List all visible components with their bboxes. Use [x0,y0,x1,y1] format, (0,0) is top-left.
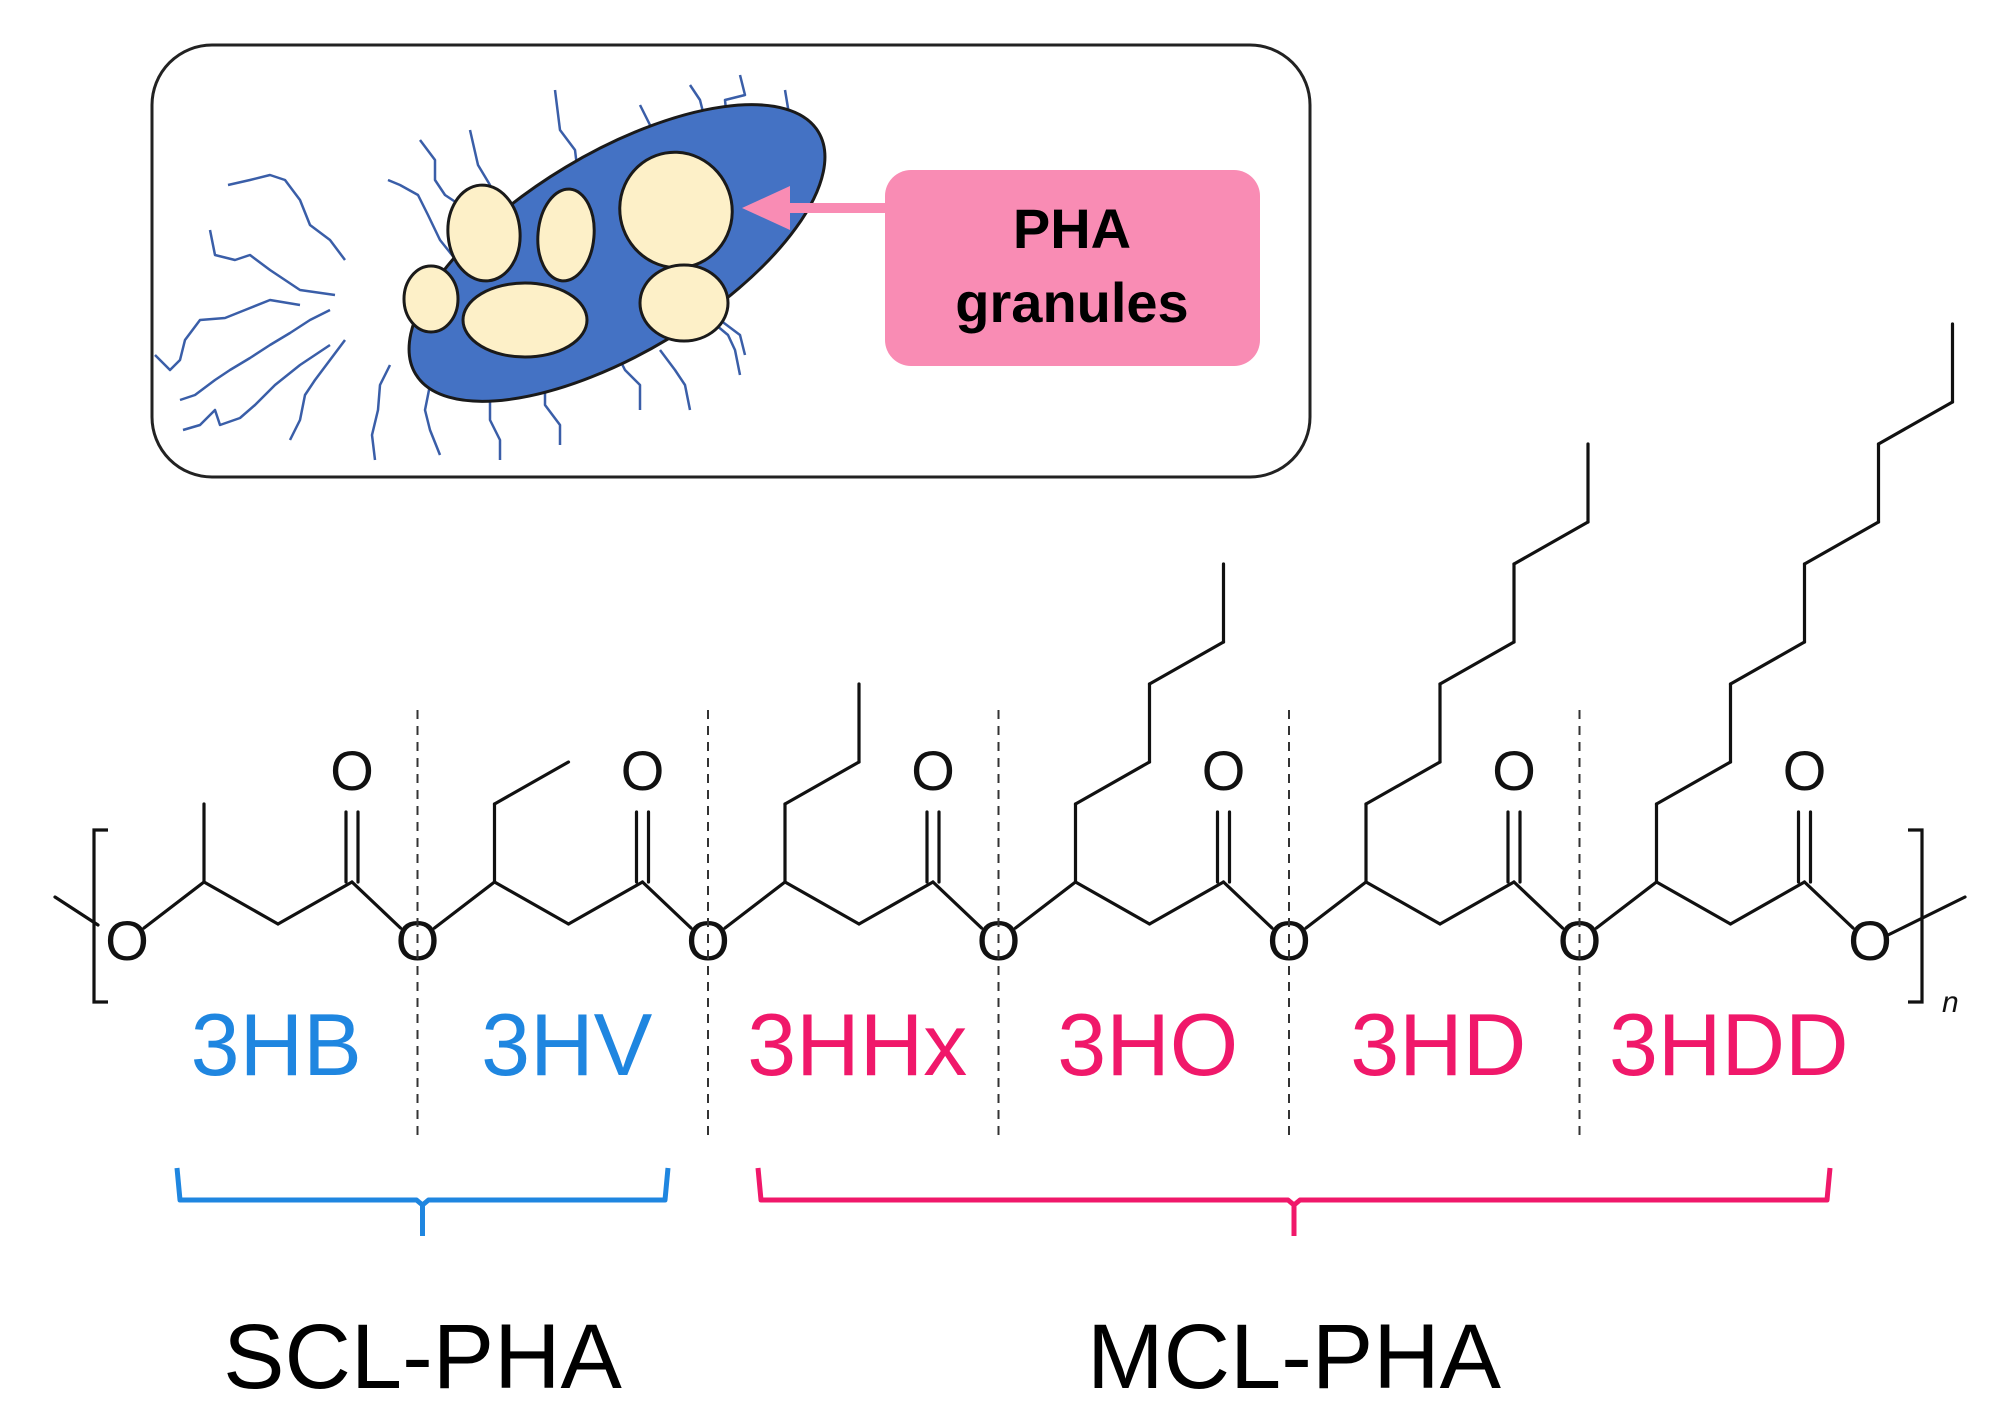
flagella-icon [154,74,792,461]
oxygen-atom: O [1202,739,1246,802]
side-chain-bond [1147,640,1226,686]
arrow-icon [742,186,905,230]
monomer-3hb: O [142,739,403,930]
monomer-labels: 3HB 3HV 3HHx 3HO 3HD 3HDD [191,995,1849,1094]
bond [783,880,861,926]
bond [1728,880,1807,926]
unit-dividers [416,710,1581,1140]
oxygen-atom: O [105,909,149,972]
bond [492,880,571,926]
bond [350,880,403,930]
terminal-bond [1886,895,1967,937]
class-labels: SCL-PHA MCL-PHA [223,1306,1502,1408]
bond [723,880,787,930]
right-bracket [1908,828,1924,1004]
side-chain-bond [783,760,861,806]
bond [142,880,206,930]
callout-line1: PHA [1013,197,1131,260]
granule [638,263,730,343]
monomer-label: 3HDD [1609,995,1849,1094]
oxygen-atom: O [1492,739,1536,802]
monomer-3hdd: O [1594,322,1955,930]
terminal-bond [53,895,100,927]
monomer-label: 3HHx [747,995,967,1094]
class-label-mcl: MCL-PHA [1087,1306,1502,1408]
bond [1438,880,1516,926]
bond [276,880,354,926]
side-chain-bond [1512,520,1590,566]
oxygen-atom: O [330,739,374,802]
monomer-label: 3HB [191,995,362,1094]
left-bracket [92,828,108,1004]
granule [446,183,522,283]
granule [402,264,460,334]
monomer-3hv: O [432,739,693,930]
granule [536,187,596,283]
bond [1594,880,1659,930]
bond [1364,880,1442,926]
bond [432,880,497,930]
granules [402,150,734,359]
monomer-label: 3HO [1057,995,1238,1094]
bacterium-panel: PHA granules [150,43,1312,479]
monomer-label: 3HD [1350,995,1526,1094]
oxygen-atom: O [911,739,955,802]
monomer-3ho: O [1013,562,1274,930]
bond [566,880,645,926]
callout-line2: granules [955,271,1188,334]
side-chain-bond [1364,760,1442,806]
bond [1013,880,1078,930]
side-chain-bond [1438,640,1516,686]
side-chain-bond [1073,760,1152,806]
bond [1802,880,1855,930]
bond [1221,880,1274,930]
brace-scl [174,1167,671,1236]
bond [1147,880,1226,926]
oxygen-atom: O [621,739,665,802]
side-chain-bond [492,760,571,806]
repeat-subscript: n [1942,986,1959,1019]
class-label-scl: SCL-PHA [223,1306,622,1408]
bond [202,880,280,926]
class-braces [174,1167,1833,1236]
bond [1073,880,1152,926]
granule [461,281,589,359]
side-chain-bond [1876,400,1955,446]
bond [1512,880,1565,930]
bond [640,880,693,930]
brace-mcl [755,1167,1833,1236]
monomer-3hd: O [1304,442,1590,930]
side-chain-bond [1728,640,1807,686]
oxygen-atom: O [1848,909,1892,972]
granule [618,150,734,270]
monomer-3hhx: O [723,682,984,930]
callout-box: PHA granules [885,170,1260,366]
bond [857,880,935,926]
side-chain-bond [1802,520,1881,566]
bond [931,880,984,930]
side-chain-bond [1654,760,1733,806]
bond [1304,880,1368,930]
monomer-label: 3HV [481,995,652,1094]
oxygen-atom: O [1783,739,1827,802]
bond [1654,880,1733,926]
